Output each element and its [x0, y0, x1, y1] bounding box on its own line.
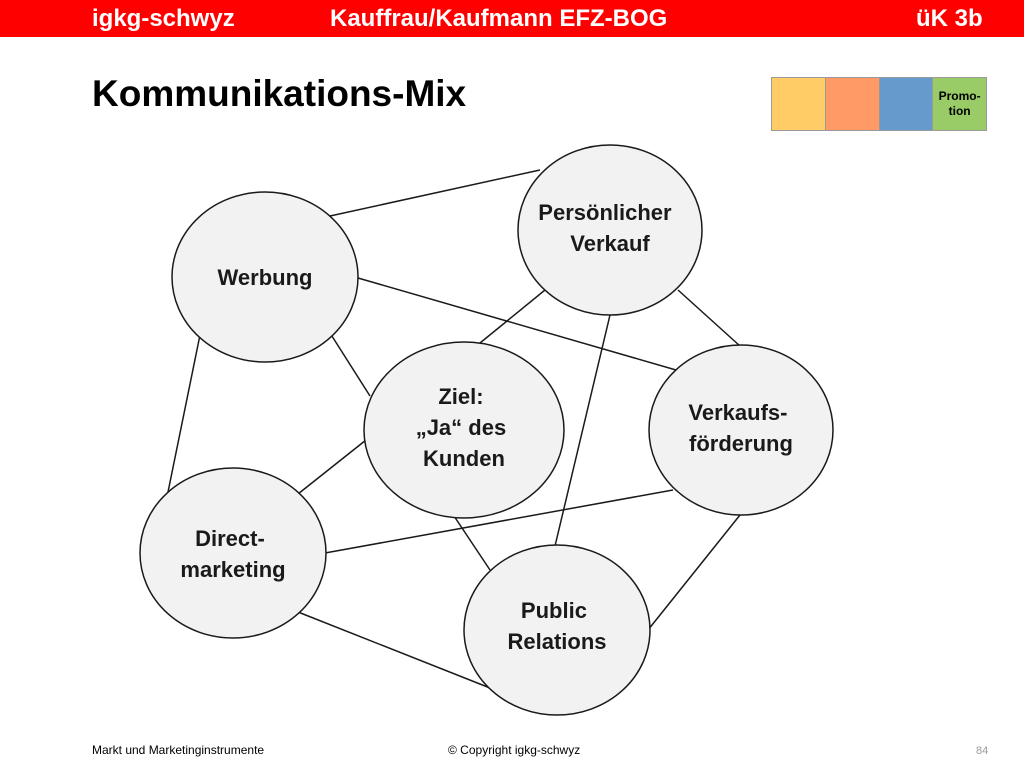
- footer-copyright: © Copyright igkg-schwyz: [448, 743, 581, 757]
- node-label-line: Persönlicher: [538, 200, 672, 225]
- node-label-ziel: Ziel: „Ja“ des Kunden: [416, 384, 513, 471]
- node-persoenlicher-verkauf: Persönlicher Verkauf: [517, 144, 703, 316]
- node-label-line: „Ja“ des: [416, 415, 507, 440]
- mix-segment: [879, 78, 934, 130]
- mix-segment: [825, 78, 880, 130]
- header-course: Kauffrau/Kaufmann EFZ-BOG: [330, 5, 668, 32]
- connector-lines: [167, 169, 741, 689]
- node-label-verkauf: Persönlicher Verkauf: [538, 200, 677, 256]
- node-label-line: Ziel:: [438, 384, 483, 409]
- node-label-line: Verkaufs-: [688, 400, 787, 425]
- marketing-mix-bar: Promo- tion: [771, 77, 987, 131]
- node-label-werbung: Werbung: [218, 265, 313, 290]
- connector-line: [479, 289, 546, 344]
- node-ellipse: [171, 191, 359, 363]
- connector-line: [677, 289, 741, 347]
- connector-line: [357, 277, 677, 371]
- node-directmarketing: Direct- marketing: [139, 467, 327, 639]
- node-ziel: Ziel: „Ja“ des Kunden: [363, 341, 565, 519]
- node-label-line: Verkauf: [570, 231, 650, 256]
- mix-segment: [772, 78, 826, 130]
- node-public-relations: Public Relations: [463, 544, 651, 716]
- connector-line: [167, 334, 201, 493]
- node-label-vkf: Verkaufs- förderung: [688, 400, 793, 456]
- connector-line: [329, 169, 541, 217]
- node-werbung: Werbung: [171, 191, 359, 363]
- node-label-line: Werbung: [218, 265, 313, 290]
- page-title: Kommunikations-Mix: [92, 73, 467, 114]
- node-ellipse: [139, 467, 327, 639]
- node-label-pr: Public Relations: [507, 598, 606, 654]
- node-ellipse: [648, 344, 834, 516]
- node-label-line: Kunden: [423, 446, 505, 471]
- node-label-dm: Direct- marketing: [180, 526, 285, 582]
- connector-line: [554, 314, 611, 547]
- header-org: igkg-schwyz: [92, 5, 235, 32]
- connector-line: [324, 489, 674, 554]
- connector-line: [297, 611, 491, 689]
- connector-line: [453, 515, 491, 571]
- node-label-line: Direct-: [195, 526, 265, 551]
- connector-line: [297, 439, 367, 495]
- page-number: 84: [976, 745, 989, 757]
- header-module: üK 3b: [916, 5, 983, 32]
- connector-line: [329, 332, 371, 397]
- footer-topic: Markt und Marketinginstrumente: [92, 743, 265, 757]
- node-label-line: Relations: [507, 629, 606, 654]
- header-bar: igkg-schwyz Kauffrau/Kaufmann EFZ-BOG üK…: [0, 0, 1024, 37]
- mix-segment-promotion: Promo- tion: [933, 78, 986, 130]
- node-ellipse: [363, 341, 565, 519]
- node-label-line: marketing: [180, 557, 285, 582]
- connector-line: [647, 514, 741, 631]
- node-label-line: Public: [521, 598, 587, 623]
- node-label-line: förderung: [689, 431, 793, 456]
- node-verkaufsfoerderung: Verkaufs- förderung: [648, 344, 834, 516]
- node-ellipse: [463, 544, 651, 716]
- node-ellipse: [517, 144, 703, 316]
